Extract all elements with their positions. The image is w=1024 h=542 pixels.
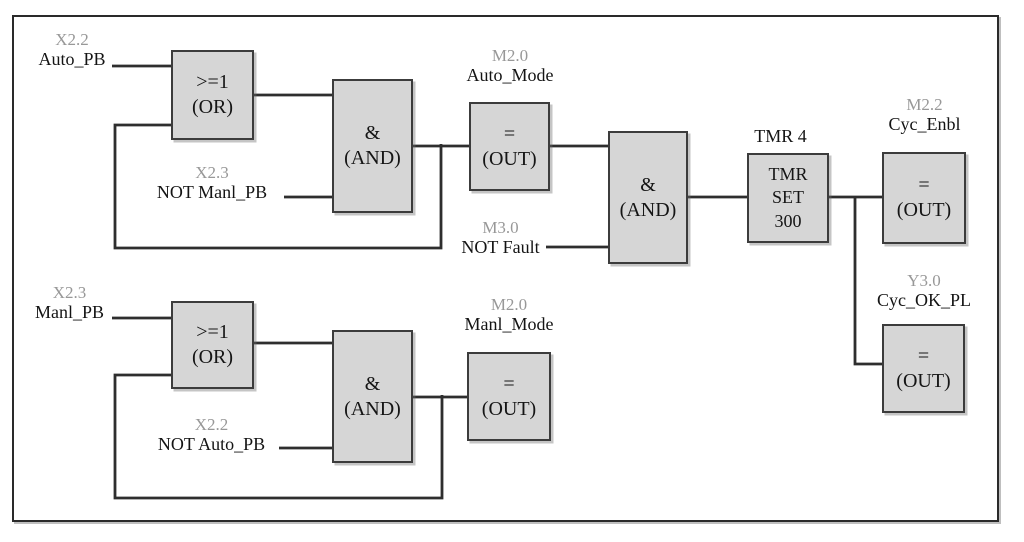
block-symbol: = <box>503 372 515 395</box>
signal-address: M2.2 <box>906 95 943 114</box>
block-type: (OUT) <box>896 199 952 221</box>
signal-name: Cyc_Enbl <box>888 114 961 135</box>
block-type: (AND) <box>619 198 677 221</box>
signal-label-not-auto-pb: X2.2 NOT Auto_PB <box>139 415 284 454</box>
signal-name: Manl_PB <box>34 302 104 323</box>
block-symbol: = <box>503 122 516 145</box>
timer-set: SET <box>771 187 804 208</box>
diagram-border <box>12 15 999 522</box>
block-type: (OUT) <box>482 147 537 170</box>
block-symbol: & <box>640 173 656 196</box>
block-symbol: = <box>918 174 930 196</box>
block-symbol: = <box>917 344 930 367</box>
timer-block: TMR SET 300 <box>747 153 829 243</box>
block-type: (AND) <box>344 397 401 420</box>
block-symbol: & <box>364 122 381 144</box>
signal-label-manl-mode: M2.0 Manl_Mode <box>446 295 572 334</box>
signal-address: M3.0 <box>482 218 519 237</box>
signal-name: Cyc_OK_PL <box>877 290 971 311</box>
signal-address: M2.0 <box>491 46 529 65</box>
signal-label-auto-mode: M2.0 Auto_Mode <box>448 46 572 85</box>
block-symbol: >=1 <box>196 321 229 343</box>
and-block-manl: & (AND) <box>332 330 413 463</box>
block-symbol: & <box>364 372 381 395</box>
wire-manl-latch-feedback <box>113 373 444 500</box>
signal-name: NOT Fault <box>461 237 540 258</box>
signal-label-auto-pb: X2.2 Auto_PB <box>20 30 124 69</box>
signal-address: X2.2 <box>194 415 229 434</box>
signal-address: Y3.0 <box>907 271 941 290</box>
out-block-auto-mode: = (OUT) <box>469 102 550 191</box>
signal-name: NOT Manl_PB <box>156 182 268 203</box>
signal-name: Auto_PB <box>38 49 106 70</box>
or-block-manl: >=1 (OR) <box>171 301 254 389</box>
out-block-manl-mode: = (OUT) <box>467 352 551 441</box>
signal-name: Manl_Mode <box>464 314 554 335</box>
signal-address: X2.3 <box>52 283 87 302</box>
block-type: (OR) <box>191 346 234 368</box>
signal-name: Auto_Mode <box>466 65 554 86</box>
signal-label-not-fault: M3.0 NOT Fault <box>443 218 558 257</box>
and-block-auto: & (AND) <box>332 79 413 213</box>
signal-label-not-manl-pb: X2.3 NOT Manl_PB <box>137 163 287 202</box>
block-type: (AND) <box>344 147 401 169</box>
or-block-auto: >=1 (OR) <box>171 50 254 140</box>
wire-auto-latch-feedback <box>113 123 443 250</box>
block-type: (OUT) <box>481 397 537 420</box>
and-block-cycle: & (AND) <box>608 131 688 264</box>
timer-preset: 300 <box>774 210 802 231</box>
out-block-cyc-ok-pl: = (OUT) <box>882 324 965 413</box>
signal-label-cyc-ok-pl: Y3.0 Cyc_OK_PL <box>862 271 986 310</box>
block-type: (OUT) <box>896 369 951 392</box>
signal-name: NOT Auto_PB <box>157 434 266 455</box>
signal-address: X2.2 <box>55 30 89 49</box>
out-block-cyc-enbl: = (OUT) <box>882 152 966 244</box>
timer-title: TMR 4 <box>754 126 807 146</box>
block-type: (OR) <box>191 96 234 118</box>
signal-label-cyc-enbl: M2.2 Cyc_Enbl <box>872 95 977 134</box>
signal-address: M2.0 <box>490 295 528 314</box>
block-symbol: >=1 <box>196 71 229 93</box>
timer-type: TMR <box>768 163 808 184</box>
signal-label-manl-pb: X2.3 Manl_PB <box>17 283 122 322</box>
wire-branch-to-out-cyc-ok <box>853 197 885 366</box>
signal-address: X2.3 <box>195 163 229 182</box>
